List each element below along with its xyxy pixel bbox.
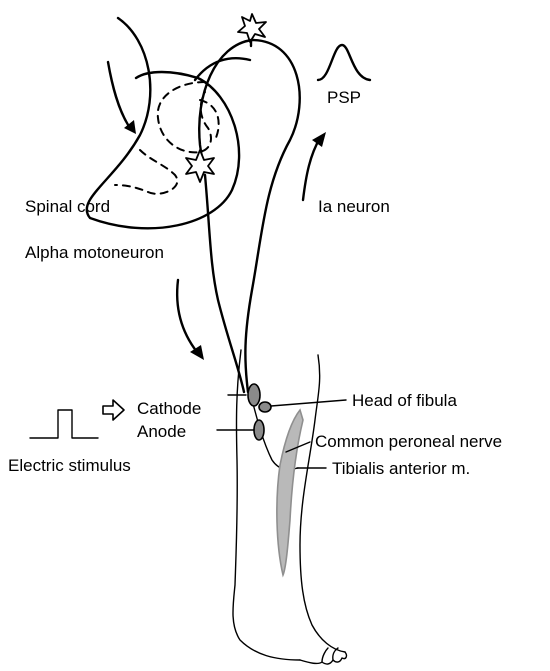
cathode-label: Cathode (137, 399, 201, 418)
head-of-fibula-marker (259, 402, 271, 412)
leg-front-outline (300, 355, 345, 652)
anode-label: Anode (137, 422, 186, 441)
grey-matter-right (200, 100, 219, 140)
cord-star-icon (186, 150, 214, 182)
electric-stimulus-label: Electric stimulus (8, 456, 131, 475)
psp-label: PSP (327, 88, 361, 107)
tibialis-anterior-muscle (277, 410, 303, 575)
upper-star-icon (238, 14, 266, 42)
spinal-cord-label: Spinal cord (25, 197, 110, 216)
stimulus-arrow-icon (103, 400, 124, 420)
ia-neuron-axon (245, 40, 299, 392)
cathode-electrode (248, 384, 260, 406)
tibialis-anterior-label: Tibialis anterior m. (332, 459, 470, 478)
anode-electrode (254, 420, 264, 440)
head-of-fibula-label: Head of fibula (352, 391, 457, 410)
psp-waveform (318, 45, 370, 80)
toe-lines (322, 648, 338, 662)
ia-afferent-arrowhead (312, 132, 326, 147)
motor-outflow-arrow (177, 280, 197, 352)
alpha-motoneuron-label: Alpha motoneuron (25, 243, 164, 262)
common-peroneal-nerve-label: Common peroneal nerve (315, 432, 502, 451)
ia-afferent-arrow (303, 138, 320, 200)
fibula-leader (271, 400, 346, 406)
spinal-cord-inner (195, 58, 250, 80)
alpha-motoneuron-axon (205, 175, 244, 392)
cord-inflow-arrow (108, 62, 130, 128)
ia-neuron-label: Ia neuron (318, 197, 390, 216)
stimulus-pulse (30, 410, 98, 438)
